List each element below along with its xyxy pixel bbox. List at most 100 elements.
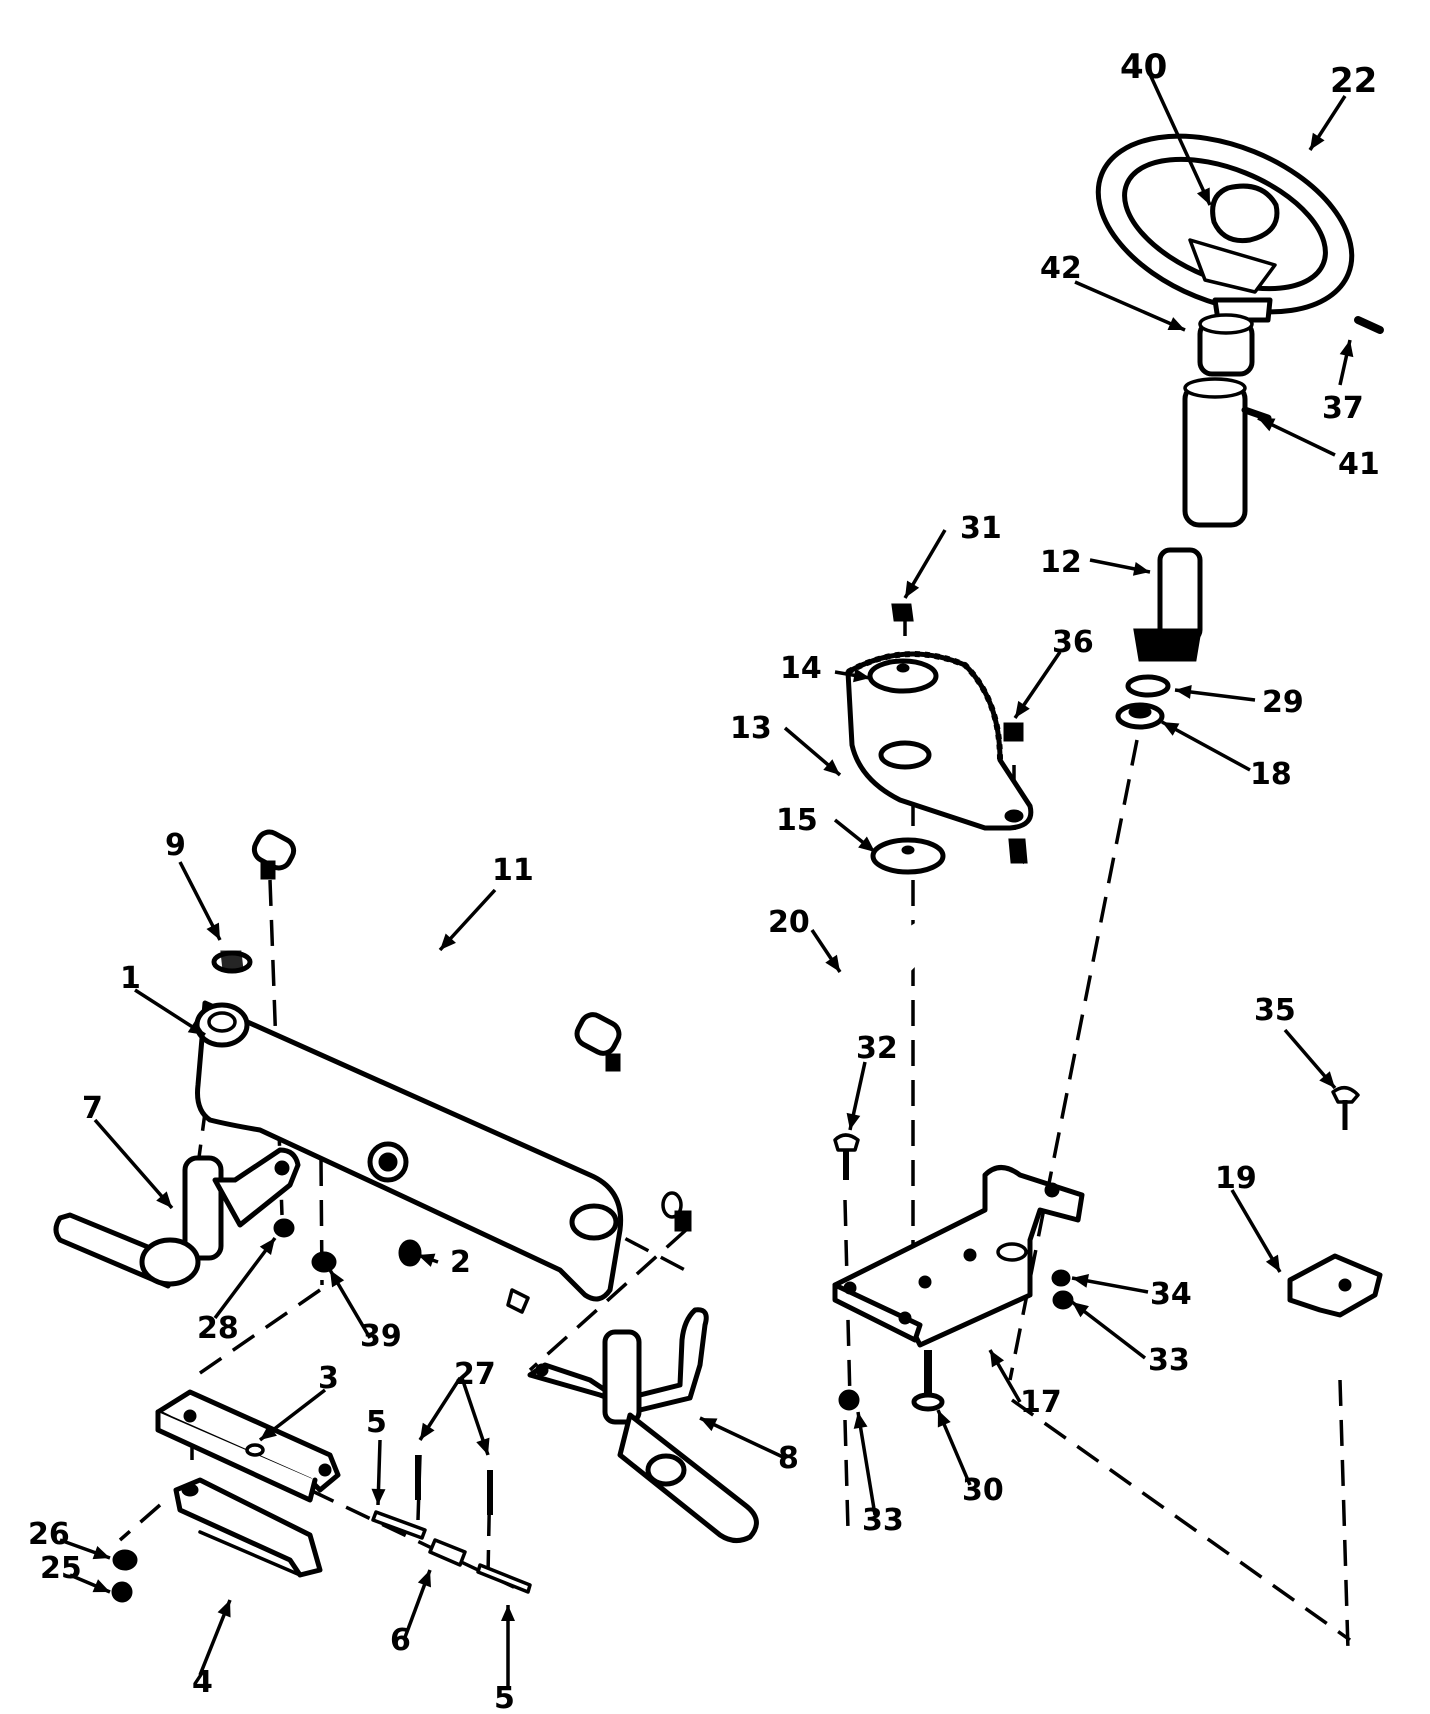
axle-washer [211,950,253,974]
leader-arrowhead [1072,1302,1089,1318]
left-spindle [53,1147,301,1289]
screw-35 [1331,1085,1360,1130]
callout-5-lower: 5 [494,1681,515,1714]
callout-28: 28 [197,1311,239,1346]
leader-arrowhead [371,1488,386,1505]
callout-40: 40 [1120,47,1167,87]
leader-arrowhead [1015,700,1030,718]
leader-arrowhead [217,1600,231,1618]
leader-line [856,1411,877,1516]
leader-line [1146,69,1212,206]
nut-33-upper [1052,1290,1074,1310]
callout-41: 41 [1338,447,1380,482]
right-spindle [527,1307,759,1543]
callout-36: 36 [1052,625,1094,660]
callout-8: 8 [778,1441,799,1476]
nut-28 [273,1218,295,1238]
leader-arrowhead [846,1112,861,1130]
pivot-bar [173,1477,323,1578]
callout-9: 9 [165,828,186,863]
sector-gear [845,651,1034,831]
clevis-pin-upper [371,1510,427,1540]
steering-adapter [1197,313,1255,377]
callout-13: 13 [730,711,772,746]
callout-27: 27 [454,1357,496,1392]
drag-link [661,838,1028,1232]
leader-arrowhead [92,1545,110,1560]
bushing [1115,702,1165,730]
callout-3: 3 [318,1361,339,1396]
spacer [428,1538,467,1567]
callout-22: 22 [1330,61,1377,101]
leader-line [93,1118,174,1210]
front-axle [194,1000,624,1302]
flat-washer [1125,674,1171,698]
callout-7: 7 [82,1091,103,1126]
callout-32: 32 [856,1031,898,1066]
leader-arrowhead [1258,418,1276,432]
callout-42: 42 [1040,251,1082,286]
leader-arrowhead [420,1422,435,1440]
leader-arrowhead [501,1605,515,1621]
leader-arrowhead [1265,1254,1280,1272]
callout-12: 12 [1040,545,1082,580]
leader-arrowhead [156,1191,172,1208]
callout-34: 34 [1150,1277,1192,1312]
cotter-pins [415,1455,493,1515]
callout-35: 35 [1254,993,1296,1028]
leader-arrowhead [187,1020,205,1035]
leader-arrowhead [476,1437,490,1455]
nut-33-lower [838,1389,860,1411]
steering-tube [1182,377,1272,528]
callout-15: 15 [776,803,818,838]
bolt-30 [911,1350,945,1412]
tie-rod [251,829,622,1072]
callout-33-upper: 33 [1148,1343,1190,1378]
leader-arrowhead [259,1238,275,1255]
leader-arrowhead [905,580,920,598]
leader-arrowhead [990,1350,1005,1368]
callout-19: 19 [1215,1161,1257,1196]
leader-arrowhead [825,954,840,972]
callout-31: 31 [960,511,1002,546]
leader-line [1161,720,1251,772]
nut-39 [311,1251,337,1273]
leader-arrowhead [1339,340,1354,358]
leader-arrowhead [823,759,840,775]
clevis-pin-lower [476,1563,532,1594]
leader-arrowhead [853,1412,868,1429]
washer-26 [112,1549,138,1571]
callout-20: 20 [768,905,810,940]
leader-arrowhead [1072,1274,1090,1288]
callout-4: 4 [192,1665,213,1700]
steering-shaft [1133,547,1203,662]
callout-11: 11 [492,853,534,888]
nut-25 [111,1581,133,1603]
callout-39: 39 [360,1319,402,1354]
leader-arrowhead [1132,561,1150,576]
leader-arrowhead [260,1424,277,1440]
callout-26: 26 [28,1517,70,1552]
bolt-32 [833,1133,860,1180]
nut-34 [1051,1269,1071,1287]
washer-upper [867,658,939,694]
steering-support-bracket [832,1165,1085,1348]
leader-lines [59,69,1354,1690]
callout-5-upper: 5 [366,1405,387,1440]
nut-top [891,603,914,622]
leader-arrowhead [700,1418,718,1432]
callout-29: 29 [1262,685,1304,720]
callout-18: 18 [1250,757,1292,792]
leader-arrowhead [1167,317,1185,331]
leader-arrowhead [440,933,456,950]
leader-arrowhead [1175,685,1192,699]
nut-drag-link [1003,722,1024,742]
leader-arrowhead [937,1410,951,1428]
leader-arrowhead [1162,722,1180,736]
leader-arrowhead [330,1270,345,1288]
mounting-clip [1287,1253,1383,1318]
callout-25: 25 [40,1551,82,1586]
axle-pivot-bolt [398,1239,530,1314]
leader-arrowhead [1196,187,1210,205]
